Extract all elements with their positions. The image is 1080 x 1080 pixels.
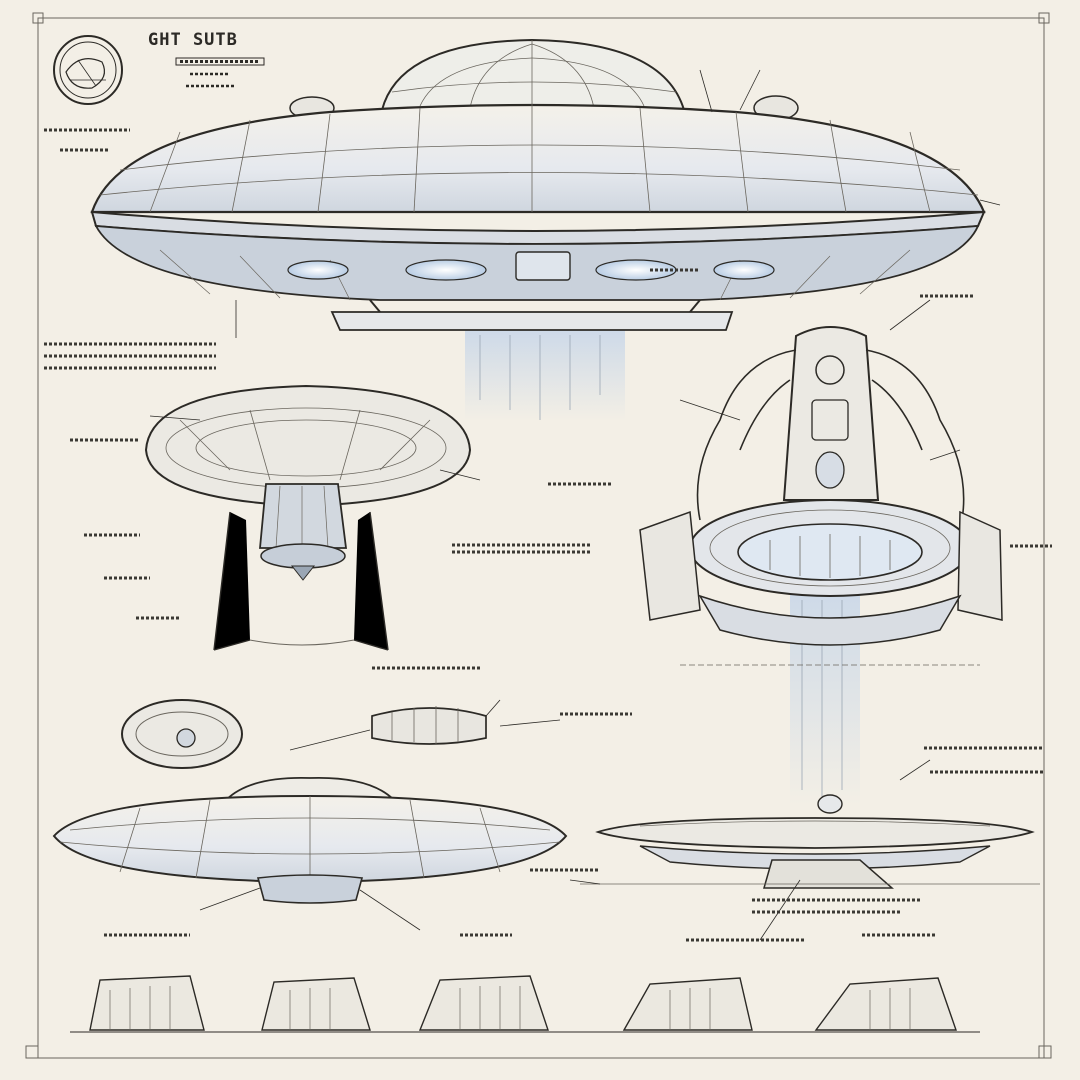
emblem-seal — [53, 35, 123, 105]
core-section-view — [639, 326, 1003, 814]
plate-title: GHT SUTB — [148, 30, 238, 50]
detail-views — [121, 699, 487, 769]
main-saucer — [90, 38, 986, 420]
title-subcaption — [175, 57, 265, 88]
saucer-profile-left — [52, 776, 568, 904]
callout-annotations — [44, 69, 1052, 942]
saucer-side-view — [144, 384, 472, 651]
saucer-profile-right — [580, 817, 1040, 889]
ground-structures-row — [70, 975, 980, 1033]
sheet-border — [25, 12, 1052, 1059]
